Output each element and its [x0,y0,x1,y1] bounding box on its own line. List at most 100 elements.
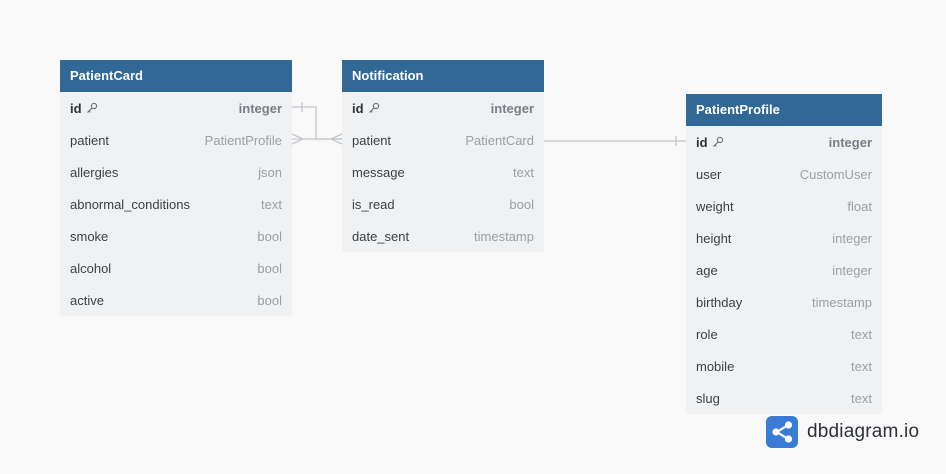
column-type: text [851,326,872,342]
column-row[interactable]: message text [342,156,544,188]
column-type: text [851,358,872,374]
column-type: PatientProfile [204,132,282,148]
column-name: birthday [696,295,742,310]
column-row[interactable]: id integer [686,126,882,158]
column-name-text: role [696,326,718,342]
table-columns: id integer patient PatientCard message text is… [342,92,544,252]
column-row[interactable]: id integer [60,92,292,124]
column-name-text: smoke [70,228,109,244]
column-name: id [696,135,724,150]
column-name-text: id [70,100,82,116]
column-name-text: birthday [696,294,743,310]
column-type: json [258,164,282,180]
column-name-text: patient [70,132,110,148]
column-row[interactable]: allergies json [60,156,292,188]
column-row[interactable]: date_sent timestamp [342,220,544,252]
column-type: bool [257,228,282,244]
column-type: bool [257,292,282,308]
column-type: integer [238,100,282,116]
column-row[interactable]: age integer [686,254,882,286]
column-type: integer [832,262,872,278]
column-name-text: age [696,262,718,278]
column-type: bool [509,196,534,212]
many-marker [291,133,305,145]
column-type: PatientCard [465,132,534,148]
rel-patientcard-notification [292,106,342,140]
column-row[interactable]: birthday timestamp [686,286,882,318]
column-name: date_sent [352,229,409,244]
column-name-text: abnormal_conditions [70,196,190,212]
column-name: smoke [70,229,108,244]
column-name: active [70,293,104,308]
column-name-text: mobile [696,358,735,374]
column-name: allergies [70,165,118,180]
key-icon [368,102,380,114]
column-type: CustomUser [799,166,872,182]
table-notification[interactable]: Notification id integer patient PatientCard… [342,60,544,252]
key-icon [86,102,98,114]
column-name: is_read [352,197,395,212]
share-nodes-icon [766,416,798,448]
column-name-text: patient [352,132,392,148]
column-name: user [696,167,721,182]
brand-watermark[interactable]: dbdiagram.io [766,416,919,448]
brand-name: dbdiagram.io [807,421,920,442]
column-type: integer [828,134,872,150]
column-name-text: id [352,100,364,116]
column-row[interactable]: weight float [686,190,882,222]
column-row[interactable]: patient PatientCard [342,124,544,156]
column-name: role [696,327,718,342]
column-name: id [352,101,380,116]
column-name-text: user [696,166,722,182]
column-type: integer [490,100,534,116]
column-type: text [851,390,872,406]
column-row[interactable]: slug text [686,382,882,414]
table-patient-profile[interactable]: PatientProfile id integer user CustomUser we… [686,94,882,414]
column-row[interactable]: is_read bool [342,188,544,220]
many-marker [329,133,343,145]
column-row[interactable]: user CustomUser [686,158,882,190]
column-name: mobile [696,359,734,374]
column-type: text [261,196,282,212]
key-icon [712,136,724,148]
column-type: text [513,164,534,180]
column-name-text: active [70,292,104,308]
column-name-text: allergies [70,164,119,180]
table-columns: id integer patient PatientProfile allergies j… [60,92,292,316]
table-header[interactable]: PatientProfile [686,94,882,126]
table-patient-card[interactable]: PatientCard id integer patient PatientProfi… [60,60,292,316]
column-name: weight [696,199,734,214]
column-name: height [696,231,731,246]
column-type: timestamp [474,228,534,244]
column-name-text: id [696,134,708,150]
column-row[interactable]: alcohol bool [60,252,292,284]
column-name-text: weight [696,198,734,214]
column-row[interactable]: role text [686,318,882,350]
column-type: timestamp [812,294,872,310]
column-name: slug [696,391,720,406]
column-row[interactable]: active bool [60,284,292,316]
column-name-text: date_sent [352,228,410,244]
column-name-text: slug [696,390,720,406]
column-name: message [352,165,405,180]
table-header[interactable]: Notification [342,60,544,92]
column-name-text: alcohol [70,260,112,276]
column-type: float [847,198,872,214]
column-row[interactable]: patient PatientProfile [60,124,292,156]
column-row[interactable]: mobile text [686,350,882,382]
table-header[interactable]: PatientCard [60,60,292,92]
column-name: abnormal_conditions [70,197,190,212]
column-name-text: message [352,164,405,180]
table-columns: id integer user CustomUser weight float height… [686,126,882,414]
column-name: patient [352,133,391,148]
column-name: age [696,263,718,278]
column-row[interactable]: smoke bool [60,220,292,252]
column-name: id [70,101,98,116]
column-row[interactable]: abnormal_conditions text [60,188,292,220]
column-name: patient [70,133,109,148]
column-name-text: is_read [352,196,395,212]
column-row[interactable]: id integer [342,92,544,124]
column-type: bool [257,260,282,276]
